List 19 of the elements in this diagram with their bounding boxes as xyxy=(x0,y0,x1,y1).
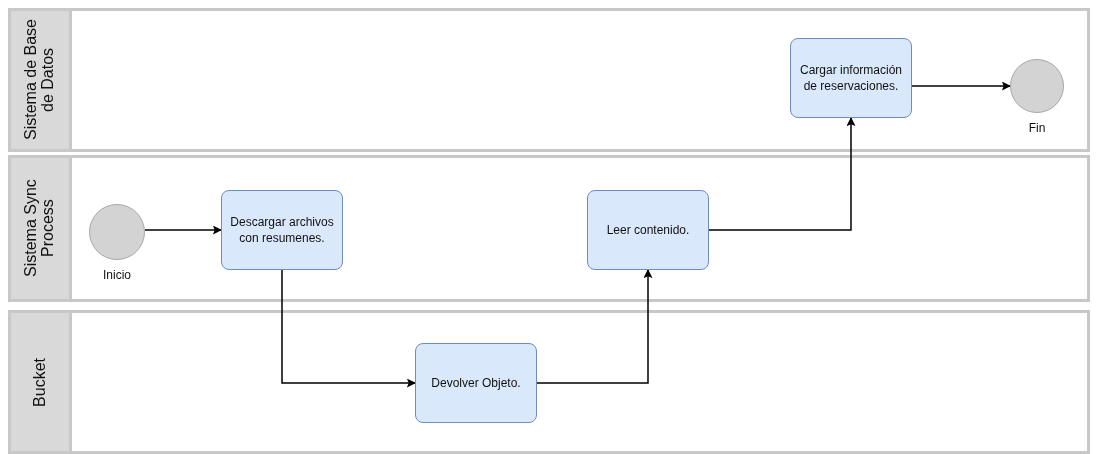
arrow xyxy=(536,269,653,384)
event-circle xyxy=(1010,59,1064,113)
arrow xyxy=(144,225,222,235)
lane-title: Bucket xyxy=(31,357,49,407)
process-box: Devolver Objeto. xyxy=(415,343,537,423)
lane-title: Sistema de Base de Datos xyxy=(23,18,57,143)
process-box: Cargar información de reservaciones. xyxy=(790,38,912,118)
arrow xyxy=(708,117,856,231)
swimlane xyxy=(8,310,1090,454)
event-label: Inicio xyxy=(103,268,131,282)
arrow xyxy=(911,81,1011,91)
arrow xyxy=(281,269,416,388)
swimlane xyxy=(8,155,1090,302)
lane-title: Sistema Sync Process xyxy=(23,178,57,280)
process-box: Descargar archivos con resumenes. xyxy=(221,190,343,270)
process-box: Leer contenido. xyxy=(587,190,709,270)
event-circle xyxy=(89,204,145,260)
swimlane xyxy=(8,8,1090,152)
event-label: Fin xyxy=(1028,121,1046,135)
